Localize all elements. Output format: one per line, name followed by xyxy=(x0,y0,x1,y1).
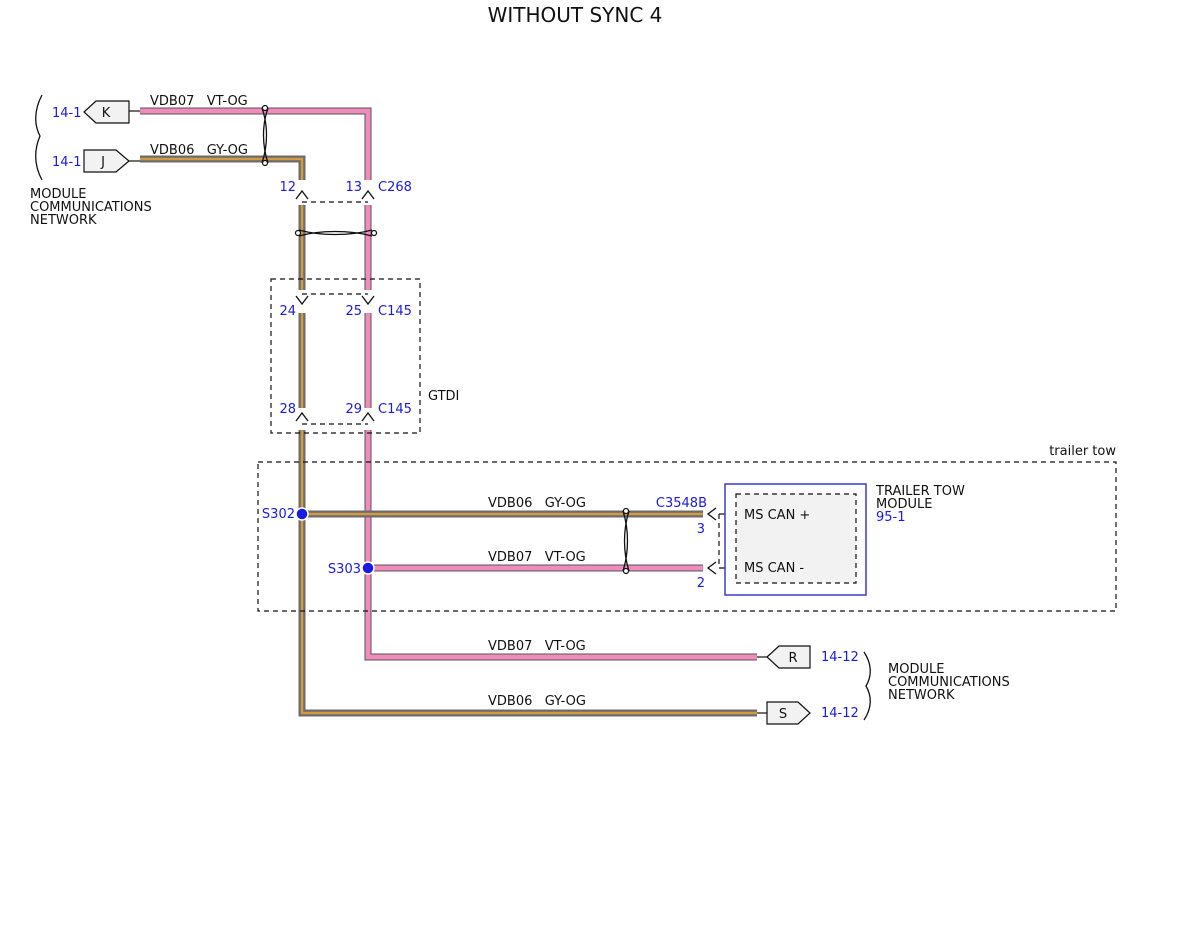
connector-r-shape xyxy=(766,645,811,669)
splice-s303-label: S303 xyxy=(328,562,361,577)
c145-pin-29-symbol xyxy=(361,411,375,422)
module-ref-label: 95-1 xyxy=(876,510,906,525)
left-network-group: K 14-1 J 14-1 MODULE COMMUNICATIONS NETW… xyxy=(30,94,152,228)
splice-s302-label: S302 xyxy=(262,507,295,522)
connector-c145-bottom: 28 29 C145 xyxy=(279,402,412,425)
connector-s-shape xyxy=(766,701,811,725)
c3548b-pin-3-label: 3 xyxy=(697,522,705,537)
connector-c145-top: 24 25 C145 xyxy=(279,293,412,319)
left-network-label-line-1: MODULE xyxy=(30,187,86,202)
c268-name-label: C268 xyxy=(378,180,412,195)
c3548b-name-label: C3548B xyxy=(656,496,707,511)
c145-pin-29-label: 29 xyxy=(345,402,362,417)
right-brace-icon xyxy=(863,651,871,721)
connector-k-ref: 14-1 xyxy=(52,106,82,121)
twisted-pair-symbol-middle xyxy=(294,229,378,237)
left-network-label-line-3: NETWORK xyxy=(30,213,97,228)
connector-j-pin: J xyxy=(100,155,105,170)
gtdi-label: GTDI xyxy=(428,389,459,404)
c145-pin-28-label: 28 xyxy=(279,402,296,417)
module-title-line-2: MODULE xyxy=(876,497,932,512)
trailer-tow-label: trailer tow xyxy=(1049,444,1116,459)
c268-pin-13-label: 13 xyxy=(345,180,362,195)
right-network-label-line-1: MODULE xyxy=(888,662,944,677)
connector-r-ref: 14-12 xyxy=(821,650,859,665)
c145-pin-24-symbol xyxy=(295,295,309,306)
diagram-title: WITHOUT SYNC 4 xyxy=(488,3,663,27)
twisted-pair-symbol-top xyxy=(261,104,269,167)
connector-j-ref: 14-1 xyxy=(52,155,82,170)
c145-pin-25-label: 25 xyxy=(345,304,362,319)
c3548b-pin-2-label: 2 xyxy=(697,576,705,591)
connector-c268: 12 13 C268 xyxy=(279,180,412,203)
wire-label-low-gy: VDB06 GY-OG xyxy=(488,694,586,709)
c268-pin-12-symbol xyxy=(295,189,309,200)
trailer-tow-module: MS CAN + MS CAN - TRAILER TOW MODULE 95-… xyxy=(724,483,965,596)
wire-label-top-gy: VDB06 GY-OG xyxy=(150,143,248,158)
c145-pin-28-symbol xyxy=(295,411,309,422)
wire-vdb06-upper xyxy=(140,155,306,180)
twisted-pair-symbol-branch xyxy=(622,507,630,575)
connector-c3548b: C3548B 3 2 xyxy=(656,496,736,591)
c145-bottom-name-label: C145 xyxy=(378,402,412,417)
module-pin-ms-can-plus: MS CAN + xyxy=(744,508,810,523)
c145-top-name-label: C145 xyxy=(378,304,412,319)
wire-label-top-vt: VDB07 VT-OG xyxy=(150,94,248,109)
connector-j-shape xyxy=(83,149,130,173)
wire-label-mid-vt: VDB07 VT-OG xyxy=(488,550,586,565)
wire-label-low-vt: VDB07 VT-OG xyxy=(488,639,586,654)
splice-s303-dot xyxy=(361,561,375,575)
connector-s-pin: S xyxy=(779,707,787,722)
c145-pin-24-label: 24 xyxy=(279,304,296,319)
module-pin-ms-can-minus: MS CAN - xyxy=(744,561,804,576)
gtdi-module-outline xyxy=(270,278,421,434)
connector-s-ref: 14-12 xyxy=(821,706,859,721)
right-network-label-line-3: NETWORK xyxy=(888,688,955,703)
c3548b-pin-2-symbol xyxy=(706,561,717,575)
wire-vdb06-lower xyxy=(298,430,757,717)
wire-vdb07-lower xyxy=(364,430,757,661)
left-brace-icon xyxy=(35,94,43,181)
wire-label-mid-gy: VDB06 GY-OG xyxy=(488,496,586,511)
c3548b-pin-3-symbol xyxy=(706,507,717,521)
left-network-label-line-2: COMMUNICATIONS xyxy=(30,200,152,215)
c145-pin-25-symbol xyxy=(361,295,375,306)
c268-pin-13-symbol xyxy=(361,189,375,200)
trailer-tow-option-outline xyxy=(257,461,1117,612)
right-network-label-line-2: COMMUNICATIONS xyxy=(888,675,1010,690)
connector-k-pin: K xyxy=(102,106,111,121)
wire-vdb07-upper xyxy=(140,107,372,180)
right-network-group: R 14-12 S 14-12 MODULE COMMUNICATIONS NE… xyxy=(757,645,1010,725)
c268-pin-12-label: 12 xyxy=(279,180,296,195)
connector-r-pin: R xyxy=(788,651,797,666)
splice-s302-dot xyxy=(295,507,309,521)
connector-k-shape xyxy=(83,100,130,124)
module-title-line-1: TRAILER TOW xyxy=(875,484,965,499)
